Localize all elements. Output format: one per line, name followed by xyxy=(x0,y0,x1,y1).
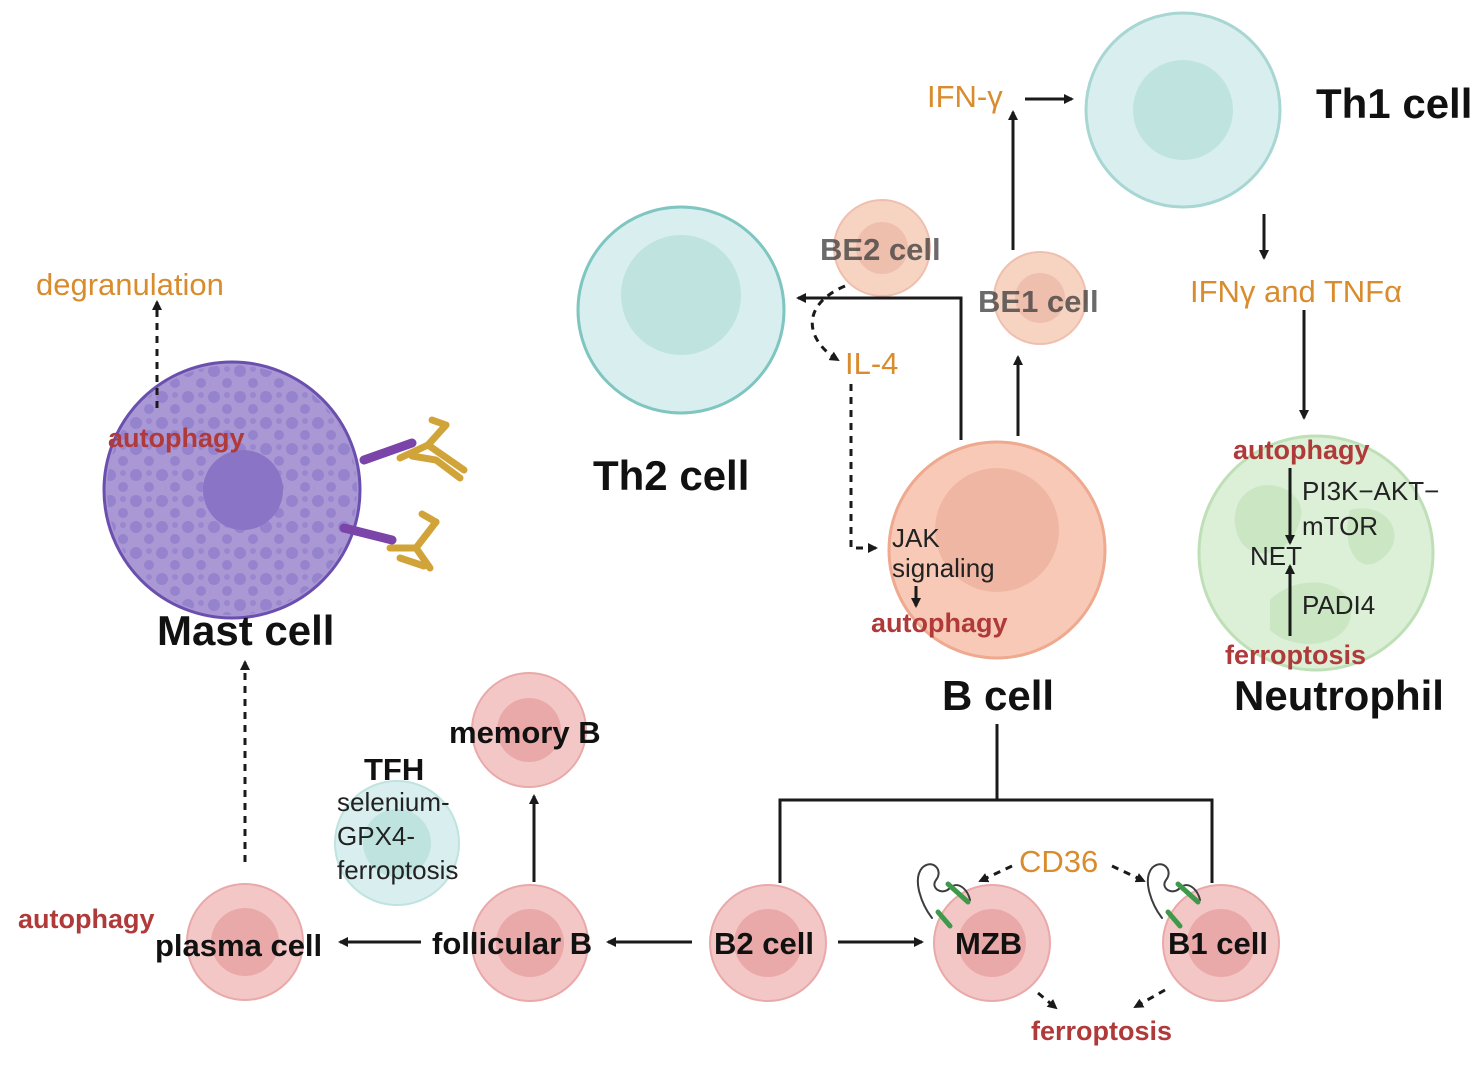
mast-cell-body xyxy=(102,360,362,620)
b2-cell-body xyxy=(709,884,827,1002)
th1-cell-label: Th1 cell xyxy=(1316,80,1472,127)
neutrophil-ferroptosis-label: ferroptosis xyxy=(1225,640,1366,670)
ifng-tnfa-label: IFNγ and TNFα xyxy=(1190,274,1402,309)
cd36-receptor-icon xyxy=(916,863,1201,929)
be2-cell-label: BE2 cell xyxy=(820,232,941,267)
net-label: NET xyxy=(1250,541,1302,571)
il4-label: IL-4 xyxy=(845,346,898,381)
th2-cell-body xyxy=(576,205,786,415)
neutrophil-label: Neutrophil xyxy=(1234,672,1444,719)
plasma-cell-body xyxy=(186,883,304,1001)
tfh-selenium-label: selenium- xyxy=(337,787,450,817)
antibody-icon xyxy=(339,416,468,572)
b1-cell-body xyxy=(1162,884,1280,1002)
tfh-cell-body xyxy=(334,780,460,906)
plasma-autophagy-label: autophagy xyxy=(18,904,155,934)
be1-cell-label: BE1 cell xyxy=(978,284,1099,319)
mzb-label: MZB xyxy=(955,926,1022,961)
th2-cell-label: Th2 cell xyxy=(593,452,749,499)
padi4-label: PADI4 xyxy=(1302,590,1375,620)
be1-cell-body xyxy=(993,251,1087,345)
cd36-label: CD36 xyxy=(1019,844,1098,879)
b-cell-label: B cell xyxy=(942,672,1054,719)
ifn-gamma-label: IFN-γ xyxy=(927,79,1003,114)
b1-cell-label: B1 cell xyxy=(1168,926,1268,961)
memory-b-label: memory B xyxy=(449,715,601,750)
pi3k-label: PI3K−AKT− xyxy=(1302,476,1439,506)
mzb-cell-body xyxy=(933,884,1051,1002)
tfh-label: TFH xyxy=(364,752,424,787)
plasma-cell-label: plasma cell xyxy=(155,928,322,963)
bcell-autophagy-label: autophagy xyxy=(871,608,1008,638)
neutrophil-autophagy-label: autophagy xyxy=(1233,435,1370,465)
dashed-connector-lines xyxy=(152,284,1166,1010)
bottom-ferroptosis-label: ferroptosis xyxy=(1031,1016,1172,1046)
tfh-ferroptosis-label: ferroptosis xyxy=(337,855,458,885)
jak-label: JAK xyxy=(892,523,940,553)
b-cell-body xyxy=(887,440,1107,660)
b2-cell-label: B2 cell xyxy=(714,926,814,961)
follicular-b-label: follicular B xyxy=(432,926,592,961)
degranulation-label: degranulation xyxy=(36,267,224,302)
follicular-b-cell-body xyxy=(471,884,589,1002)
connector-lines xyxy=(338,94,1309,947)
mast-autophagy-label: autophagy xyxy=(108,423,245,453)
signaling-label: signaling xyxy=(892,553,995,583)
neutrophil-body xyxy=(1197,434,1435,672)
mtor-label: mTOR xyxy=(1302,511,1378,541)
tfh-gpx4-label: GPX4- xyxy=(337,821,415,851)
th1-cell-body xyxy=(1084,11,1282,209)
memory-b-cell-body xyxy=(471,672,587,788)
mast-cell-label: Mast cell xyxy=(157,607,334,654)
be2-cell-body xyxy=(833,199,931,297)
